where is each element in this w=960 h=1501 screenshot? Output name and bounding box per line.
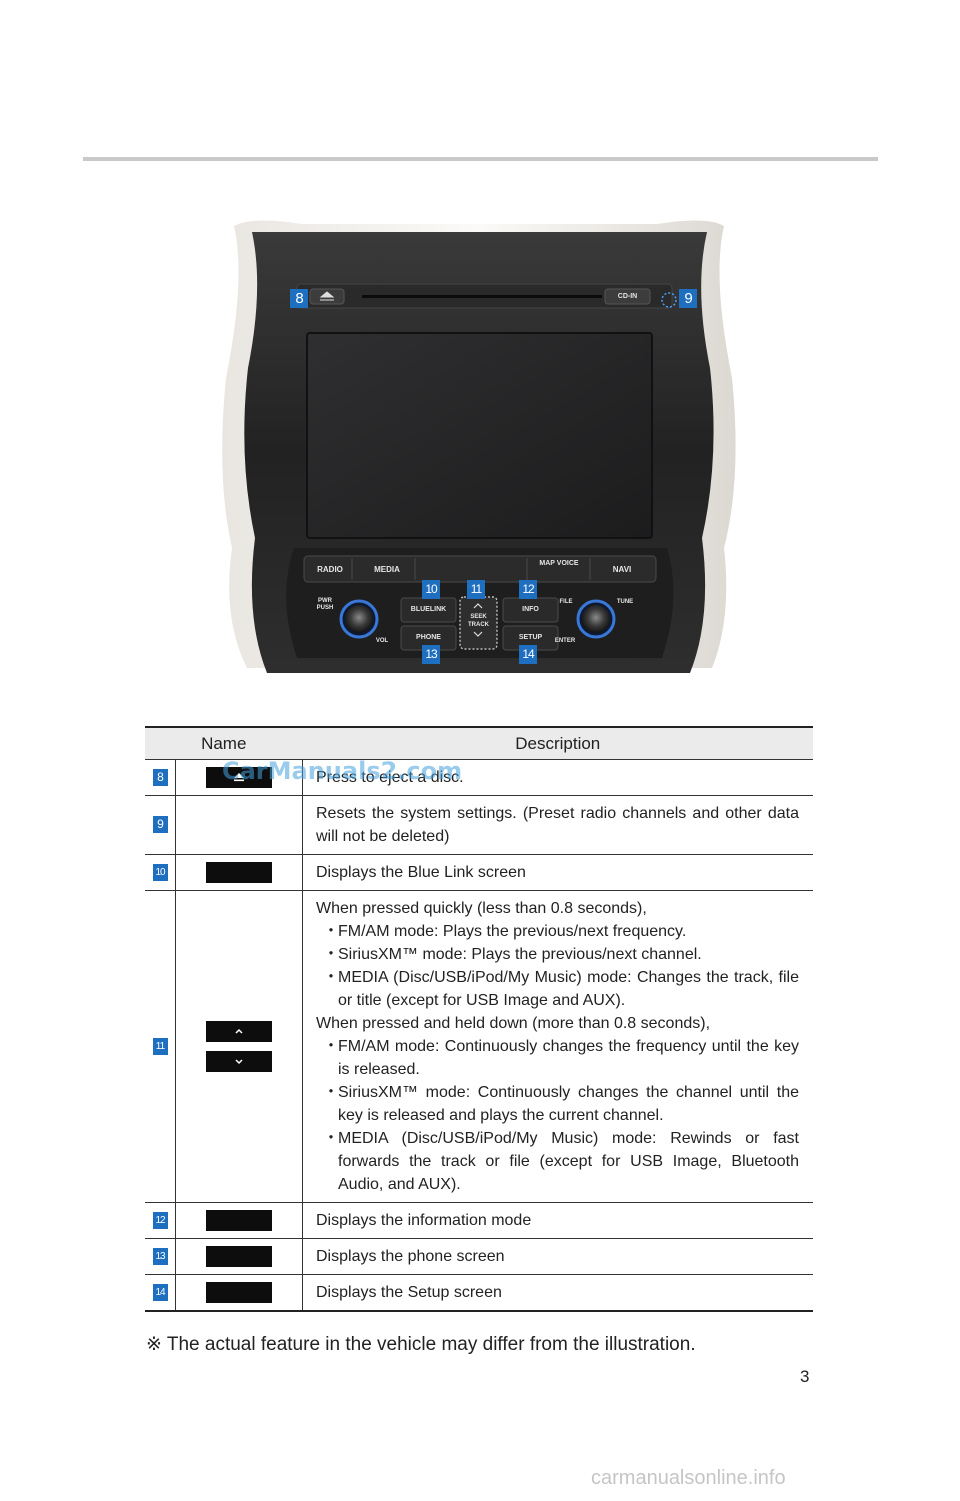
- button-description-table: Name Description 8 Press to eject a disc…: [145, 726, 813, 1312]
- bullet-item: MEDIA (Disc/USB/iPod/My Music) mode: Rew…: [316, 1127, 799, 1196]
- row-description: Displays the phone screen: [302, 1238, 813, 1275]
- setup-key-icon: [206, 1282, 272, 1303]
- map-voice-button-label: MAP VOICE: [539, 560, 579, 567]
- bullet-item: MEDIA (Disc/USB/iPod/My Music) mode: Cha…: [316, 966, 799, 1012]
- callout-9: 9: [679, 289, 697, 308]
- row-number-badge: 12: [152, 1211, 168, 1229]
- row-number-badge: 11: [152, 1037, 168, 1055]
- bullet-item: SiriusXM™ mode: Plays the previous/next …: [316, 943, 799, 966]
- long-press-intro: When pressed and held down (more than 0.…: [316, 1015, 711, 1032]
- callout-10: 10: [422, 580, 440, 599]
- watermark-bottom: carmanualsonline.info: [591, 1467, 786, 1489]
- cd-in-label: CD-IN: [617, 293, 638, 300]
- row-number-badge: 10: [152, 863, 168, 881]
- table-header-row: Name Description: [145, 726, 813, 760]
- bullet-item: FM/AM mode: Plays the previous/next freq…: [316, 920, 799, 943]
- callout-14: 14: [519, 645, 537, 664]
- navi-button-label: NAVI: [612, 565, 632, 574]
- phone-button-label: PHONE: [416, 634, 441, 641]
- reset-key-cell: [175, 795, 303, 855]
- table-row: 13 Displays the phone screen: [145, 1238, 813, 1275]
- row-number-badge: 9: [152, 816, 168, 834]
- table-row: 10 Displays the Blue Link screen: [145, 854, 813, 891]
- head-unit-drawing: [222, 220, 736, 673]
- pwr-push-label: PWR PUSH: [316, 598, 334, 611]
- row-description: Displays the Blue Link screen: [302, 854, 813, 891]
- bluelink-key-icon: [206, 862, 272, 883]
- short-press-intro: When pressed quickly (less than 0.8 seco…: [316, 900, 647, 917]
- file-label: FILE: [559, 599, 573, 605]
- table-row: 8 Press to eject a disc.: [145, 759, 813, 796]
- bullet-item: SiriusXM™ mode: Continuously changes the…: [316, 1081, 799, 1127]
- vol-label: VOL: [375, 638, 389, 644]
- seek-up-key-icon: [206, 1021, 272, 1042]
- row-description: Displays the Setup screen: [302, 1274, 813, 1312]
- seek-down-key-icon: [206, 1051, 272, 1072]
- page-number: 3: [800, 1367, 810, 1386]
- seek-track-button-label: SEEK TRACK: [468, 614, 489, 628]
- head-unit-illustration: CD-IN RADIO MEDIA MAP VOICE NAVI PWR PUS…: [212, 218, 745, 684]
- header-description: Description: [302, 726, 813, 760]
- row-description: Resets the system settings. (Preset radi…: [302, 795, 813, 855]
- table-row: 9 Resets the system settings. (Preset ra…: [145, 795, 813, 855]
- info-key-icon: [206, 1210, 272, 1231]
- callout-13: 13: [422, 645, 440, 664]
- enter-label: ENTER: [554, 638, 576, 644]
- media-button-label: MEDIA: [374, 565, 400, 574]
- row-number-badge: 14: [152, 1283, 168, 1301]
- row-number-badge: 8: [152, 768, 168, 786]
- radio-button-label: RADIO: [317, 565, 343, 574]
- footnote: ※ The actual feature in the vehicle may …: [146, 1334, 696, 1355]
- callout-12: 12: [519, 580, 537, 599]
- top-rule: [83, 157, 878, 161]
- bluelink-button-label: BLUELINK: [410, 606, 447, 613]
- setup-button-label: SETUP: [518, 634, 543, 641]
- header-name: Name: [145, 726, 303, 760]
- row-number-badge: 13: [152, 1247, 168, 1265]
- callout-11: 11: [467, 580, 485, 599]
- tune-label: TUNE: [616, 599, 634, 605]
- watermark-top: CarManuals2.com: [222, 757, 463, 785]
- bullet-item: FM/AM mode: Continuously changes the fre…: [316, 1035, 799, 1081]
- callout-8: 8: [290, 289, 308, 308]
- seek-track-description: When pressed quickly (less than 0.8 seco…: [302, 890, 813, 1203]
- info-button-label: INFO: [522, 606, 539, 613]
- phone-key-icon: [206, 1246, 272, 1267]
- table-row: 11 When pressed quickly (less than 0.8 s…: [145, 890, 813, 1203]
- row-description: Displays the information mode: [302, 1202, 813, 1239]
- row-description: Press to eject a disc.: [302, 759, 813, 796]
- table-row: 12 Displays the information mode: [145, 1202, 813, 1239]
- table-row: 14 Displays the Setup screen: [145, 1274, 813, 1312]
- eject-key-icon: [206, 767, 272, 788]
